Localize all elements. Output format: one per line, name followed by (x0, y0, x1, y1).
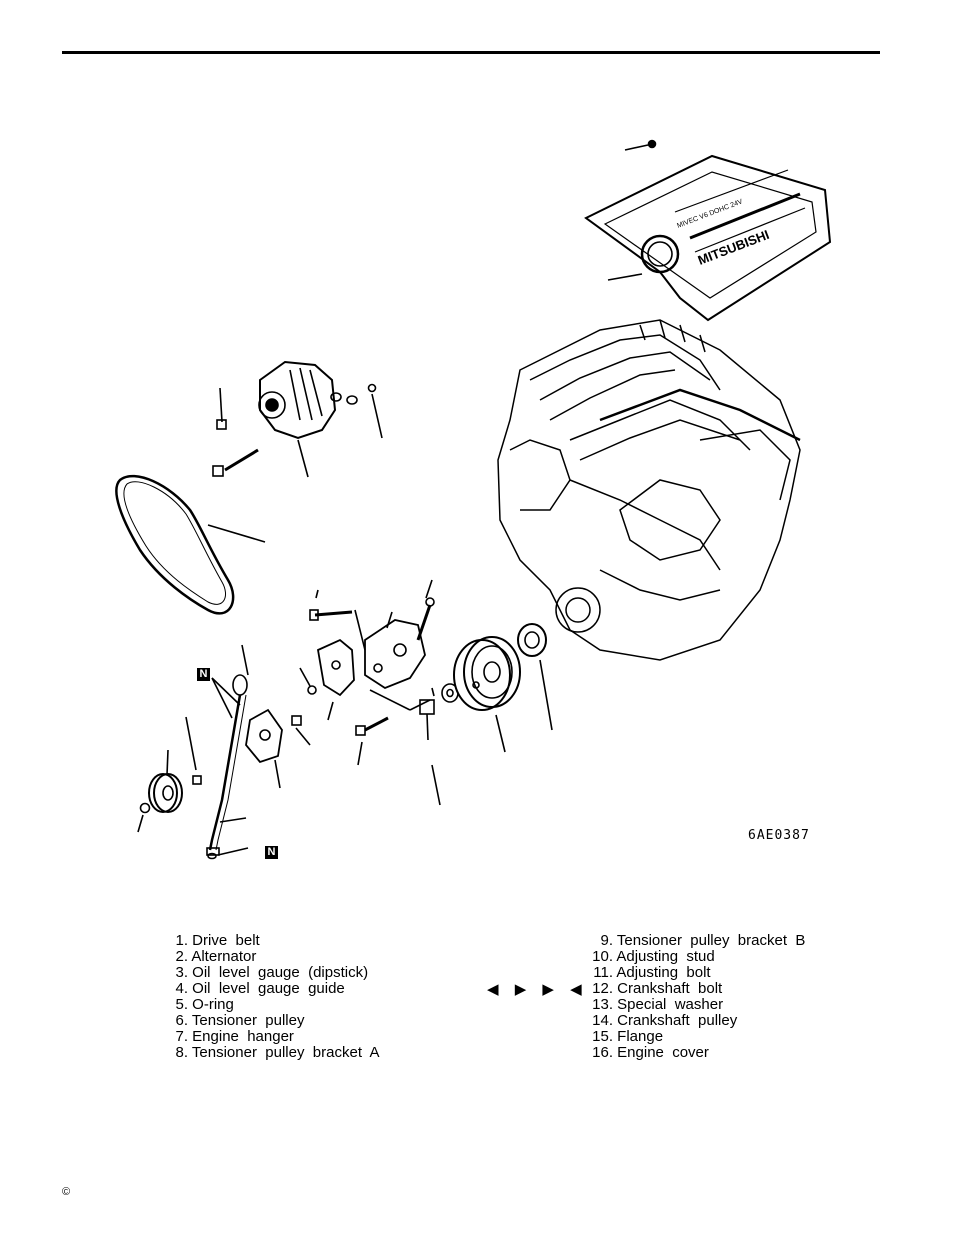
legend-item: 11. Adjusting bolt (593, 964, 711, 981)
figure-code: 6AE0387 (748, 828, 810, 843)
flange (517, 623, 547, 657)
engine-exploded-diagram: MITSUBISHI MIVEC V6 DOHC 24V (115, 139, 832, 860)
n-badge-bottom: N (265, 846, 278, 859)
legend-item: 7. Engine hanger (175, 1028, 294, 1045)
tensioner-pulley-bracket-b (364, 619, 426, 690)
copyright-mark: © (62, 1186, 71, 1198)
tensioner-pulley (148, 773, 183, 813)
legend-item: 16. Engine cover (592, 1044, 709, 1061)
engine-block (497, 319, 801, 661)
crankshaft-bolt (419, 699, 435, 741)
legend-item: 3. Oil level gauge (dipstick) (175, 964, 369, 981)
legend-item: 1. Drive belt (175, 932, 260, 949)
engine-cover: MITSUBISHI MIVEC V6 DOHC 24V (584, 154, 832, 322)
legend-item: 10. Adjusting stud (592, 948, 715, 965)
legend-item: 6. Tensioner pulley (175, 1012, 305, 1029)
legend-item: 12. Crankshaft bolt (592, 980, 723, 997)
legend-item: 5. O-ring (175, 996, 234, 1013)
alternator (258, 360, 337, 440)
engine-hanger (245, 708, 283, 764)
legend-item: 15. Flange (592, 1028, 664, 1045)
n-badge-top: N (197, 668, 210, 681)
oil-level-gauge (206, 674, 248, 856)
legend-item: 2. Alternator (175, 948, 257, 965)
legend-item: 9. Tensioner pulley bracket B (600, 932, 806, 949)
drive-belt (115, 474, 235, 615)
top-rule (62, 51, 880, 54)
legend-item: 14. Crankshaft pulley (592, 1012, 738, 1029)
removal-sequence-arrows: ◀ ▶ ▶ ◀ (487, 981, 588, 998)
legend-item: 8. Tensioner pulley bracket A (175, 1044, 380, 1061)
legend-item: 4. Oil level gauge guide (175, 980, 345, 997)
legend-item: 13. Special washer (592, 996, 724, 1013)
tensioner-pulley-bracket-a (316, 638, 355, 697)
parts-legend-right: 9. Tensioner pulley bracket B 10. Adjust… (589, 933, 805, 1061)
exploded-view-figure: MITSUBISHI MIVEC V6 DOHC 24V (100, 120, 840, 870)
parts-legend-left: 1. Drive belt 2. Alternator 3. Oil level… (172, 932, 380, 1061)
crankshaft-pulley (453, 636, 521, 711)
